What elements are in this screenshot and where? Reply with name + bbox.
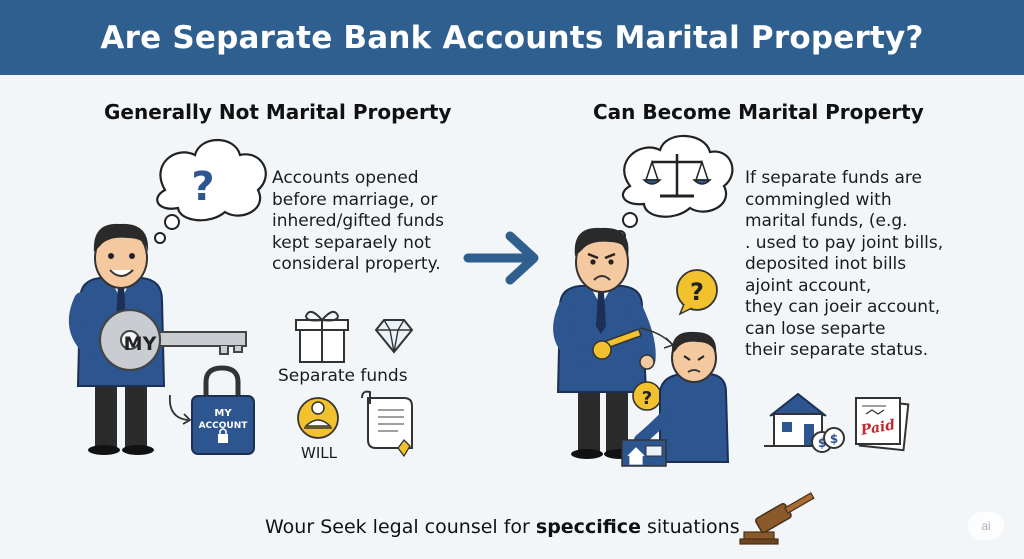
left-paragraph-line: before marriage, or <box>272 189 438 210</box>
thought-cloud-left: ? <box>154 139 267 244</box>
will-seal-icon <box>297 397 339 439</box>
will-label: WILL <box>301 444 337 462</box>
right-paragraph-line: marital funds, (e.g. <box>745 211 908 231</box>
right-paragraph-line: ajoint account, <box>745 275 872 296</box>
left-paragraph-line: Accounts opened <box>272 168 419 188</box>
question-mark-icon: ? <box>191 164 214 210</box>
left-paragraph: Accounts opened before marriage, or inhe… <box>272 168 482 276</box>
question-bubble-icon: ? <box>676 269 718 316</box>
right-paragraph-line: can lose separte <box>745 318 886 339</box>
key-icon: MY <box>98 308 247 372</box>
title-banner: Are Separate Bank Accounts Marital Prope… <box>0 0 1024 75</box>
watermark-badge: ai <box>968 512 1004 540</box>
footer-text-2: speccifice <box>535 516 641 538</box>
page-title: Are Separate Bank Accounts Marital Prope… <box>100 19 924 56</box>
left-paragraph-line: consideral property. <box>272 254 441 274</box>
right-heading: Can Become Marital Property <box>593 100 924 124</box>
footer-note: Wour Seek legal counsel for speccifice s… <box>265 516 740 538</box>
left-heading: Generally Not Marital Property <box>104 100 452 124</box>
diamond-icon <box>374 319 414 354</box>
padlock-icon: MY ACCOUNT <box>191 365 255 455</box>
svg-text:$: $ <box>830 432 838 446</box>
right-paragraph-line: commingled with <box>745 189 892 210</box>
right-paragraph-line: they can joeir account, <box>745 297 941 317</box>
person-sad <box>621 331 730 467</box>
will-document-icon <box>361 390 413 458</box>
gift-box-icon <box>295 310 349 363</box>
thought-cloud-right <box>614 134 734 242</box>
svg-text:?: ? <box>690 278 704 306</box>
lock-label-1: MY <box>214 408 232 419</box>
lock-label-2: ACCOUNT <box>199 421 249 431</box>
right-paragraph-line: deposited inot bills <box>745 254 907 274</box>
footer-text-1: Wour Seek legal counsel for <box>265 516 536 538</box>
separate-funds-label: Separate funds <box>278 366 408 386</box>
arrow-right-icon <box>463 231 539 285</box>
right-paragraph-line: If separate funds are <box>745 168 922 188</box>
scales-of-justice-icon <box>642 154 712 198</box>
paid-stamp-label: Paid <box>859 417 897 439</box>
gavel-icon <box>739 492 815 545</box>
left-paragraph-line: inhered/gifted funds <box>272 211 445 231</box>
paid-receipt-icon: Paid <box>855 397 910 452</box>
right-paragraph-line: . used to pay joint bills, <box>745 232 944 253</box>
left-paragraph-line: kept separaely not <box>272 232 431 253</box>
key-label: MY <box>124 333 157 355</box>
footer-text-3: situations <box>640 516 740 538</box>
coins-icon: $ $ <box>811 427 845 453</box>
svg-text:?: ? <box>642 388 652 409</box>
yellow-key-icon <box>592 328 643 360</box>
man-angry <box>553 227 675 459</box>
question-bubble-small-icon: ? <box>632 381 662 411</box>
right-paragraph-line: their separate status. <box>745 340 929 360</box>
svg-text:$: $ <box>818 436 826 450</box>
right-paragraph: If separate funds are commingled with ma… <box>745 168 1015 362</box>
